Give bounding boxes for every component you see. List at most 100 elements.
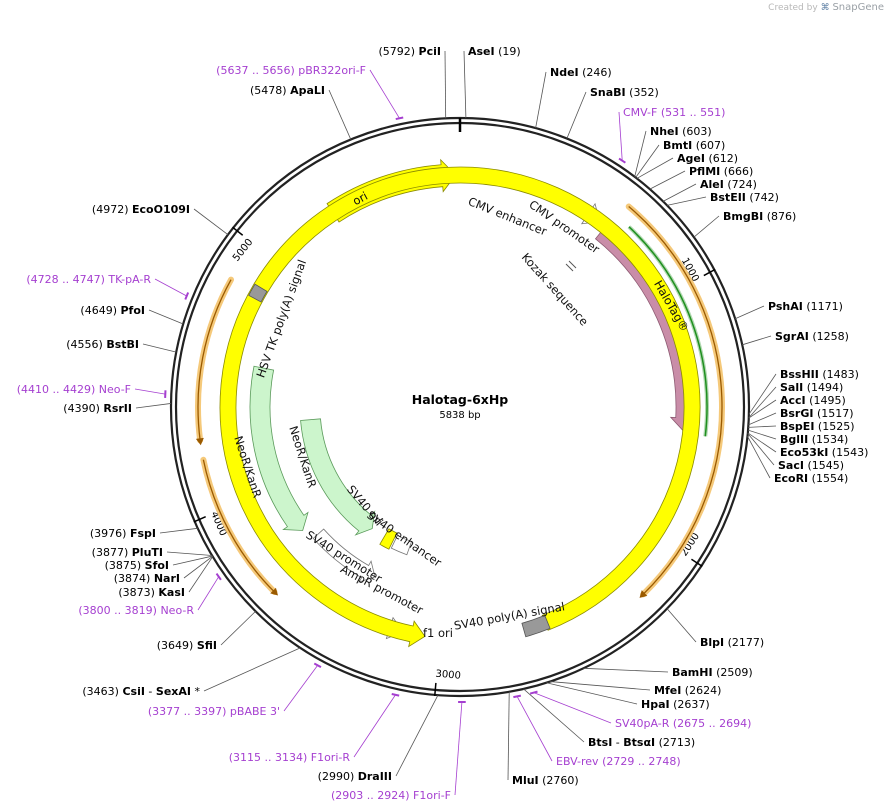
enzyme-leader xyxy=(159,527,198,534)
enzyme-label-hpai: HpaI (2637) xyxy=(641,698,710,711)
green-line xyxy=(628,226,708,437)
enzyme-label-mlui: MluI (2760) xyxy=(512,774,579,787)
enzyme-leader xyxy=(747,432,777,453)
enzyme-leader xyxy=(635,144,660,178)
primer-mark xyxy=(513,694,522,699)
primer-label-ebv-rev: EBV-rev (2729 .. 2748) xyxy=(556,755,681,768)
enzyme-label-bspei: BspEI (1525) xyxy=(780,420,855,433)
orf-line xyxy=(197,279,232,441)
enzyme-label-alei: AleI (724) xyxy=(700,178,757,191)
enzyme-leader xyxy=(328,89,352,140)
primer-mark xyxy=(184,292,190,300)
primer-label-sv40pa-r: SV40pA-R (2675 .. 2694) xyxy=(615,717,751,730)
enzyme-label-ndei: NdeI (246) xyxy=(550,66,612,79)
primer-mark xyxy=(395,116,404,121)
primer-label-neo-f: (4410 .. 4429) Neo-F xyxy=(17,383,131,396)
enzyme-label-snabi: SnaBI (352) xyxy=(590,86,659,99)
enzyme-label-draiii: (2990) DraIII xyxy=(318,770,392,783)
enzyme-label-pflmi: PflMI (666) xyxy=(689,165,753,178)
enzyme-label-nhei: NheI (603) xyxy=(650,125,712,138)
primer-leader xyxy=(369,69,400,119)
f1-ori-label: f1 ori xyxy=(423,626,453,640)
primer-leader xyxy=(353,694,396,758)
enzyme-leader xyxy=(748,425,777,428)
enzyme-label-bglii: BglII (1534) xyxy=(780,433,848,446)
label-leaders xyxy=(164,116,626,703)
kozak-label: Kozak sequence xyxy=(519,250,592,328)
enzyme-label-bmti: BmtI (607) xyxy=(663,139,725,152)
enzyme-label-fspi: (3976) FspI xyxy=(90,527,156,540)
primer-leader xyxy=(533,692,612,724)
ori-label: ori xyxy=(350,189,370,208)
enzyme-leader xyxy=(507,691,510,781)
enzyme-leader xyxy=(523,688,585,743)
enzyme-leader xyxy=(463,50,467,119)
enzyme-label-saci: SacI (1545) xyxy=(778,459,844,472)
enzyme-leader xyxy=(748,373,777,415)
enzyme-leader xyxy=(142,343,177,353)
enzyme-leader xyxy=(666,196,707,206)
enzyme-label-agei: AgeI (612) xyxy=(677,152,738,165)
tick-3000 xyxy=(434,682,437,696)
enzyme-label-csii: (3463) CsiI - SexAI * xyxy=(82,685,200,698)
enzyme-label-pshai: PshAI (1171) xyxy=(768,300,843,313)
enzyme-leader xyxy=(747,436,771,479)
enzyme-leader xyxy=(662,183,697,202)
tick-label: 5000 xyxy=(231,237,255,264)
enzyme-leader xyxy=(636,157,674,179)
enzyme-leader xyxy=(748,412,777,426)
enzyme-label-nari: (3874) NarI xyxy=(114,572,180,585)
enzyme-label-sgrai: SgrAI (1258) xyxy=(775,330,849,343)
primer-mark xyxy=(215,572,222,581)
enzyme-leader xyxy=(748,386,777,418)
enzyme-leader xyxy=(748,399,777,419)
primer-mark xyxy=(529,690,538,695)
enzyme-leader xyxy=(148,309,184,325)
enzyme-leader xyxy=(135,403,172,409)
primer-label-pbabe-3: (3377 .. 3397) pBABE 3' xyxy=(148,705,280,718)
kozak-mark xyxy=(568,260,577,269)
tick-2000 xyxy=(691,558,703,567)
primer-mark xyxy=(391,693,400,697)
enzyme-leader xyxy=(203,647,301,692)
enzyme-leader xyxy=(649,170,686,190)
enzyme-leader xyxy=(747,433,775,466)
map-size: 5838 bp xyxy=(439,410,480,421)
enzyme-leader xyxy=(172,555,213,566)
primer-leader xyxy=(134,388,166,395)
enzyme-leader xyxy=(735,305,765,320)
enzyme-label-sali: SalI (1494) xyxy=(780,381,843,394)
kozak-mark xyxy=(565,263,574,272)
enzyme-label-pcii: (5792) PciI xyxy=(378,45,441,58)
enzyme-label-ecori: EcoRI (1554) xyxy=(774,472,848,485)
neor-inner-arrow xyxy=(300,418,376,536)
enzyme-label-btsi: BtsI - BtsαI (2713) xyxy=(588,736,695,749)
snapgene-logo-icon: ⌘ xyxy=(820,3,830,13)
orf-arrowhead xyxy=(195,437,204,446)
enzyme-label-sfoi: (3875) SfoI xyxy=(105,559,169,572)
enzyme-leader xyxy=(566,91,587,139)
enzyme-label-pfoi: (4649) PfoI xyxy=(80,304,145,317)
primer-mark xyxy=(618,157,626,164)
enzyme-label-bsteii: BstEII (742) xyxy=(710,191,779,204)
enzyme-label-bsrgi: BsrGI (1517) xyxy=(780,407,854,420)
primer-leader xyxy=(454,701,463,796)
enzyme-leader xyxy=(666,608,697,643)
enzyme-leader xyxy=(183,556,213,579)
sv40-promoter-arrow xyxy=(312,528,376,583)
primer-leader xyxy=(154,278,187,297)
sv40-enhancer-box xyxy=(390,535,413,556)
enzyme-label-blpi: BlpI (2177) xyxy=(700,636,764,649)
primer-leader xyxy=(618,111,623,161)
sv40-enhancer-label: SV40 enhancer xyxy=(364,508,444,570)
orf-line xyxy=(202,459,275,593)
enzyme-label-mfei: MfeI (2624) xyxy=(654,684,721,697)
primer-label-f1ori-f: (2903 .. 2924) F1ori-F xyxy=(331,789,451,802)
primer-label-pbr322ori-f: (5637 .. 5656) pBR322ori-F xyxy=(216,64,366,77)
primer-label-neo-r: (3800 .. 3819) Neo-R xyxy=(78,604,194,617)
primer-label-tk-pa-r: (4728 .. 4747) TK-pA-R xyxy=(26,273,151,286)
enzyme-label-rsrii: (4390) RsrII xyxy=(63,402,132,415)
orf-bands xyxy=(195,203,725,598)
enzyme-label-kasi: (3873) KasI xyxy=(118,586,185,599)
